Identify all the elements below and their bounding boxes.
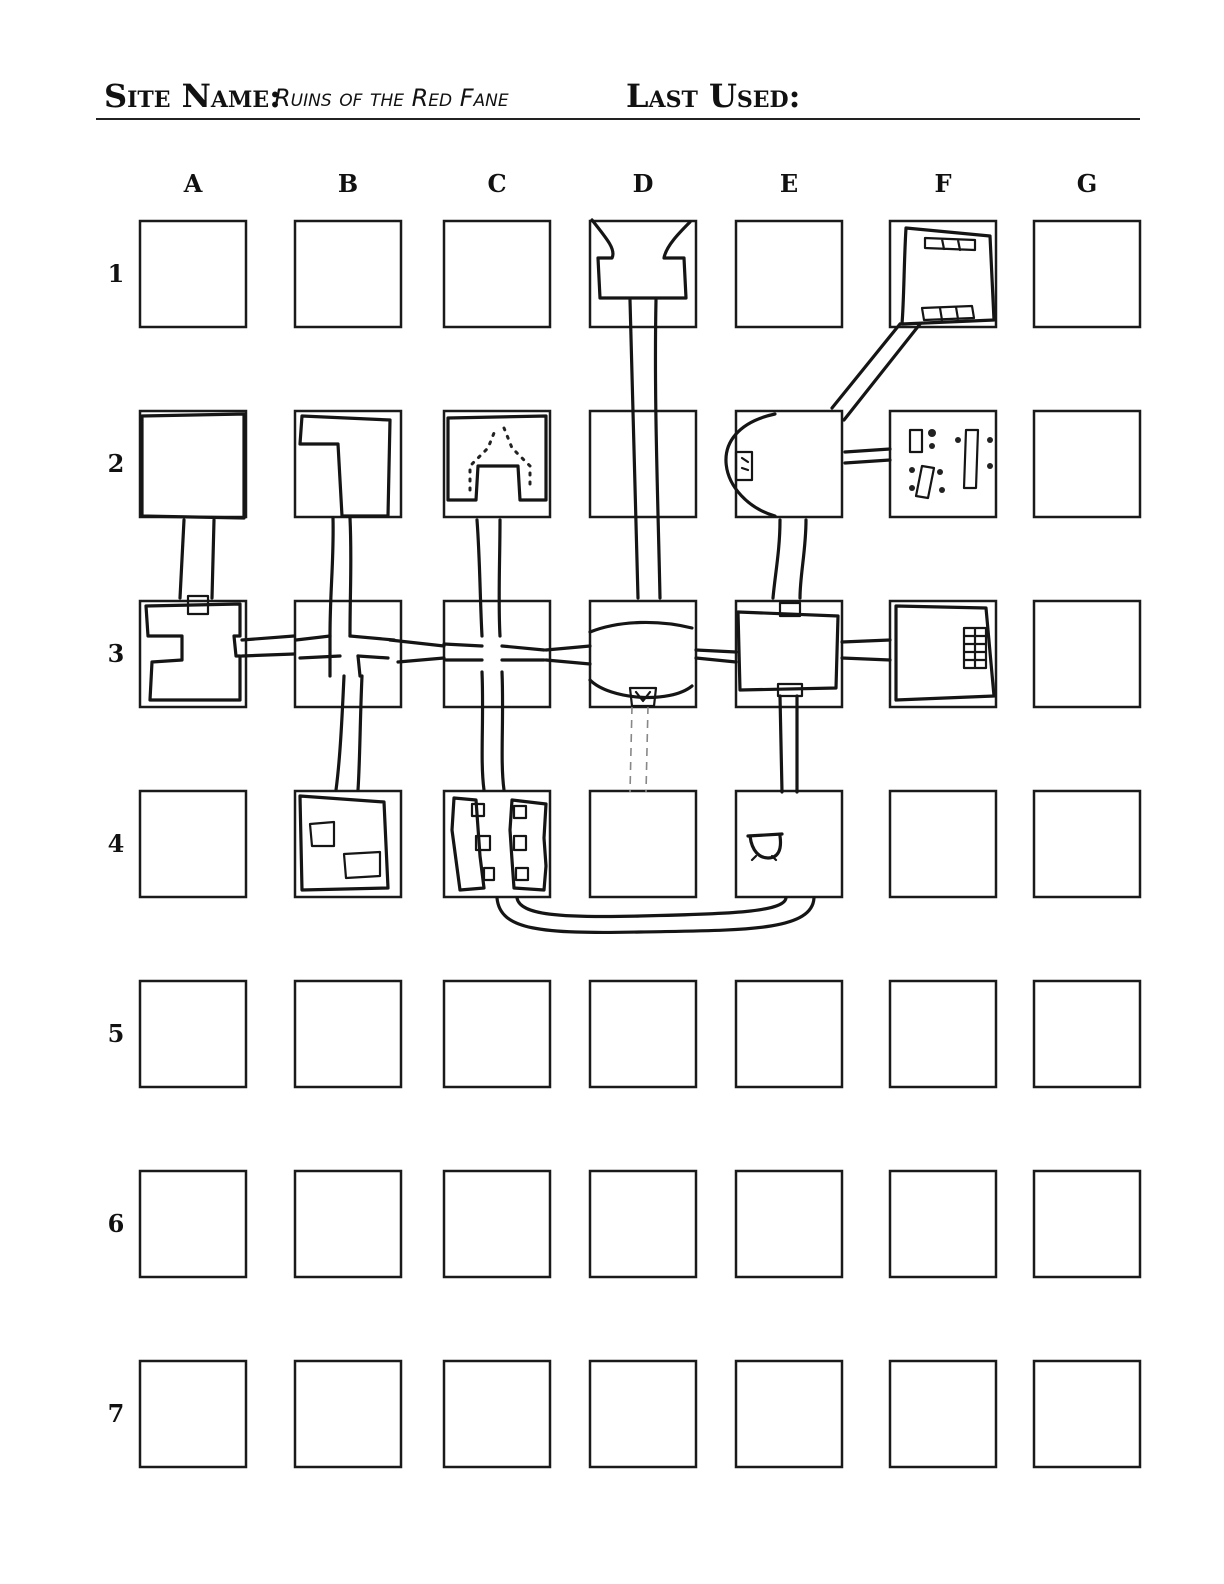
grid-box-e7	[734, 1359, 844, 1469]
row-label-7: 7	[107, 1399, 125, 1428]
header-bar: Site Name: Ruins of the Red Fane Last Us…	[96, 70, 1140, 120]
corridor-row3-horizontal	[240, 634, 892, 666]
site-name-value: Ruins of the Red Fane	[274, 84, 509, 112]
grid-box-b6	[293, 1169, 403, 1279]
grid-box-d6	[588, 1169, 698, 1279]
room-f3	[894, 604, 996, 702]
grid-box-e1	[734, 219, 844, 329]
corridor-e3-e4	[778, 694, 799, 794]
column-label-b: B	[337, 169, 359, 198]
grid-box-f2	[888, 409, 998, 519]
grid-box-a6	[138, 1169, 248, 1279]
map-sketch	[140, 218, 996, 935]
room-b4	[298, 794, 390, 892]
room-b3-crossroad	[294, 634, 396, 678]
grid-box-g3	[1032, 599, 1142, 709]
corridor-e2-e3	[771, 518, 808, 600]
grid-box-e6	[734, 1169, 844, 1279]
grid-box-d7	[588, 1359, 698, 1469]
corridor-c4-e4-loop	[495, 896, 816, 935]
grid-box-f6	[888, 1169, 998, 1279]
room-c4	[450, 796, 548, 892]
grid-box-c6	[442, 1169, 552, 1279]
row-label-2: 2	[107, 449, 125, 478]
grid-box-f1	[888, 219, 998, 329]
room-c2	[446, 414, 548, 502]
grid-box-c7	[442, 1359, 552, 1469]
grid-box-b3	[293, 599, 403, 709]
grid-box-e5	[734, 979, 844, 1089]
grid-box-g5	[1032, 979, 1142, 1089]
room-a3	[144, 594, 242, 702]
grid-box-e3	[734, 599, 844, 709]
column-label-e: E	[779, 169, 799, 198]
grid-box-d5	[588, 979, 698, 1089]
grid-box-f3	[888, 599, 998, 709]
grid-box-b5	[293, 979, 403, 1089]
grid-box-d1	[588, 219, 698, 329]
column-label-d: D	[632, 169, 654, 198]
grid-box-b2	[293, 409, 403, 519]
column-label-a: A	[183, 169, 203, 198]
row-label-1: 1	[107, 259, 125, 288]
grid-box-c5	[442, 979, 552, 1089]
row-label-4: 4	[107, 829, 125, 858]
secret-passage-d3-d4	[629, 705, 649, 793]
grid-box-a1	[138, 219, 248, 329]
grid-box-f7	[888, 1359, 998, 1469]
corridor-e2-f2	[843, 447, 892, 465]
room-d3	[588, 620, 694, 708]
room-d1	[590, 218, 692, 300]
room-a2	[140, 412, 246, 520]
last-used-label: Last Used:	[626, 77, 801, 115]
corridor-a2-a3	[178, 518, 216, 600]
grid-box-b7	[293, 1359, 403, 1469]
grid-boxes	[138, 219, 1142, 1469]
room-e3	[736, 601, 840, 698]
grid-box-f5	[888, 979, 998, 1089]
corridor-c2-c4	[475, 518, 506, 792]
grid-box-a5	[138, 979, 248, 1089]
room-f2	[908, 428, 993, 500]
grid-box-d2	[588, 409, 698, 519]
column-label-f: F	[934, 169, 952, 198]
grid-box-a2	[138, 409, 248, 519]
grid-box-g1	[1032, 219, 1142, 329]
room-e2	[724, 412, 777, 518]
grid-box-g2	[1032, 409, 1142, 519]
corridor-b2-b4	[328, 516, 364, 792]
column-label-c: C	[487, 169, 507, 198]
grid-box-c1	[442, 219, 552, 329]
grid-box-a7	[138, 1359, 248, 1469]
grid-box-g6	[1032, 1169, 1142, 1279]
grid-box-d4	[588, 789, 698, 899]
grid-box-c2	[442, 409, 552, 519]
grid-box-g4	[1032, 789, 1142, 899]
column-label-g: G	[1076, 169, 1098, 198]
room-b2	[298, 414, 392, 518]
site-name-label: Site Name:	[104, 77, 281, 115]
room-f1	[900, 226, 996, 326]
row-label-3: 3	[107, 639, 125, 668]
row-label-6: 6	[107, 1209, 125, 1238]
grid-box-b4	[293, 789, 403, 899]
grid-box-e4	[734, 789, 844, 899]
grid-box-a4	[138, 789, 248, 899]
room-c3-crossroad	[442, 642, 546, 662]
corridor-d1-d3	[628, 298, 662, 600]
grid-box-a3	[138, 599, 248, 709]
room-e4	[746, 832, 784, 862]
row-label-5: 5	[107, 1019, 125, 1048]
grid-box-g7	[1032, 1359, 1142, 1469]
grid-box-b1	[293, 219, 403, 329]
corridor-f1-e2	[830, 322, 922, 422]
grid-box-f4	[888, 789, 998, 899]
grid-box-c3	[442, 599, 552, 709]
